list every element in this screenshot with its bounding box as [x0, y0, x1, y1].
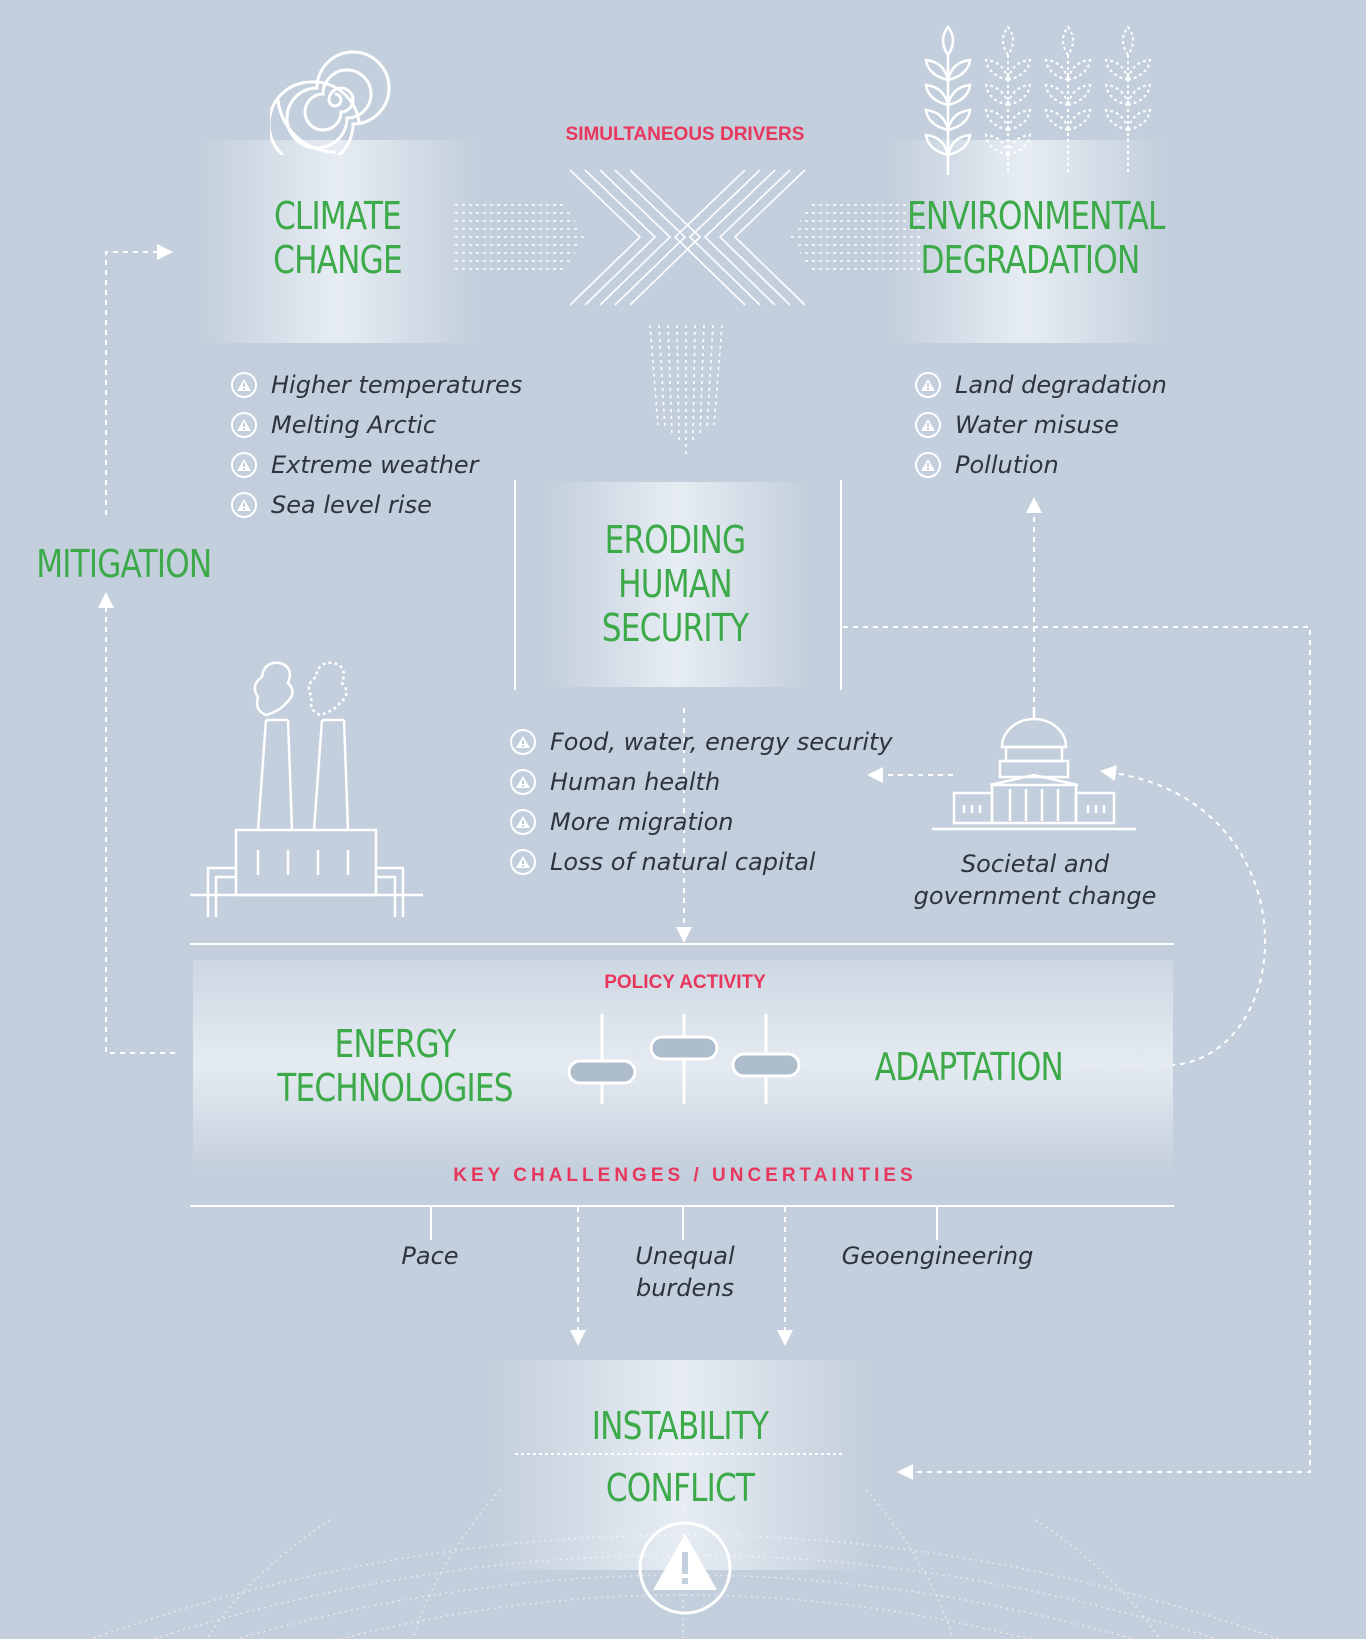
list-item: Human health — [510, 762, 893, 802]
outcome-divider — [515, 1453, 845, 1455]
climate-change-title: CLIMATE CHANGE — [249, 194, 425, 282]
warning-icon — [231, 412, 257, 438]
spiral-icon — [270, 50, 391, 155]
environment-panel — [888, 140, 1163, 343]
societal-line1: Societal and — [960, 850, 1110, 878]
simultaneous-drivers-label: SIMULTANEOUS DRIVERS — [565, 124, 805, 145]
list-item: Extreme weather — [231, 445, 522, 485]
list-item-label: More migration — [550, 808, 734, 836]
factory-icon — [190, 661, 423, 917]
societal-change-label: Societal and government change — [900, 848, 1170, 912]
conflict-warning-icon — [638, 1521, 732, 1615]
list-item: Higher temperatures — [231, 365, 522, 405]
wheat-icon — [924, 25, 1152, 175]
list-item: Sea level rise — [231, 485, 522, 525]
warning-icon — [231, 492, 257, 518]
list-item-label: Loss of natural capital — [550, 848, 816, 876]
adaptation-label: ADAPTATION — [874, 1045, 1064, 1089]
unequal-line2: burdens — [635, 1274, 735, 1302]
list-item-label: Food, water, energy security — [550, 728, 893, 756]
list-item-label: Higher temperatures — [271, 371, 523, 399]
security-panel — [545, 482, 810, 687]
mitigation-label: MITIGATION — [36, 542, 212, 586]
warning-icon — [510, 849, 536, 875]
key-challenges-label: KEY CHALLENGES / UNCERTAINTIES — [453, 1165, 917, 1186]
environment-impacts-list: Land degradation Water misuse Pollution — [915, 365, 1167, 485]
security-title-line3: SECURITY — [601, 606, 749, 650]
list-item-label: Human health — [550, 768, 721, 796]
list-item: Loss of natural capital — [510, 842, 893, 882]
warning-icon — [510, 729, 536, 755]
arrow-adaptation-to-societal — [1070, 765, 1266, 1066]
slider-icon — [567, 1014, 801, 1104]
capitol-icon — [932, 707, 1136, 831]
energy-line1: ENERGY — [334, 1022, 456, 1066]
policy-activity-label: POLICY ACTIVITY — [604, 972, 766, 993]
challenge-geoengineering: Geoengineering — [841, 1242, 1034, 1270]
list-item: Water misuse — [915, 405, 1167, 445]
arrow-energy-to-mitigation — [98, 592, 175, 1054]
warning-icon — [915, 372, 941, 398]
climate-panel — [200, 140, 475, 343]
environment-title-line1: ENVIRONMENTAL — [907, 194, 1165, 238]
warning-icon — [231, 372, 257, 398]
outcome-panel — [490, 1360, 870, 1570]
security-impacts-list: Food, water, energy security Human healt… — [510, 722, 893, 882]
eroding-human-security-title: ERODING HUMAN SECURITY — [581, 518, 770, 650]
energy-line2: TECHNOLOGIES — [277, 1066, 513, 1110]
warning-icon — [915, 452, 941, 478]
instability-title: INSTABILITY — [591, 1404, 769, 1448]
security-title-line1: ERODING — [604, 518, 747, 562]
list-item-label: Land degradation — [955, 371, 1167, 399]
list-item: Pollution — [915, 445, 1167, 485]
unequal-line1: Unequal — [635, 1242, 735, 1270]
conflict-title: CONFLICT — [605, 1466, 755, 1510]
arrow-mitigation-to-climate — [105, 244, 173, 515]
list-item-label: Melting Arctic — [271, 411, 437, 439]
environmental-degradation-title: ENVIRONMENTAL DEGRADATION — [907, 194, 1165, 282]
arrow-security-to-conflict — [843, 626, 1311, 1480]
security-title-line2: HUMAN — [618, 562, 732, 606]
list-item-label: Extreme weather — [271, 451, 479, 479]
challenge-unequal-burdens: Unequal burdens — [590, 1240, 780, 1304]
climate-title-line2: CHANGE — [273, 238, 403, 282]
list-item: Melting Arctic — [231, 405, 522, 445]
challenge-pace: Pace — [401, 1242, 459, 1270]
list-item: More migration — [510, 802, 893, 842]
environment-title-line2: DEGRADATION — [920, 238, 1141, 282]
climate-impacts-list: Higher temperatures Melting Arctic Extre… — [231, 365, 522, 525]
list-item-label: Water misuse — [955, 411, 1119, 439]
list-item-label: Sea level rise — [271, 491, 432, 519]
societal-line2: government change — [913, 882, 1157, 910]
warning-icon — [510, 809, 536, 835]
list-item: Land degradation — [915, 365, 1167, 405]
warning-icon — [510, 769, 536, 795]
list-item-label: Pollution — [955, 451, 1059, 479]
list-item: Food, water, energy security — [510, 722, 893, 762]
energy-technologies-title: ENERGY TECHNOLOGIES — [276, 1022, 514, 1110]
warning-icon — [915, 412, 941, 438]
climate-title-line1: CLIMATE — [273, 194, 402, 238]
warning-icon — [231, 452, 257, 478]
drivers-crossing-icon — [455, 169, 920, 455]
